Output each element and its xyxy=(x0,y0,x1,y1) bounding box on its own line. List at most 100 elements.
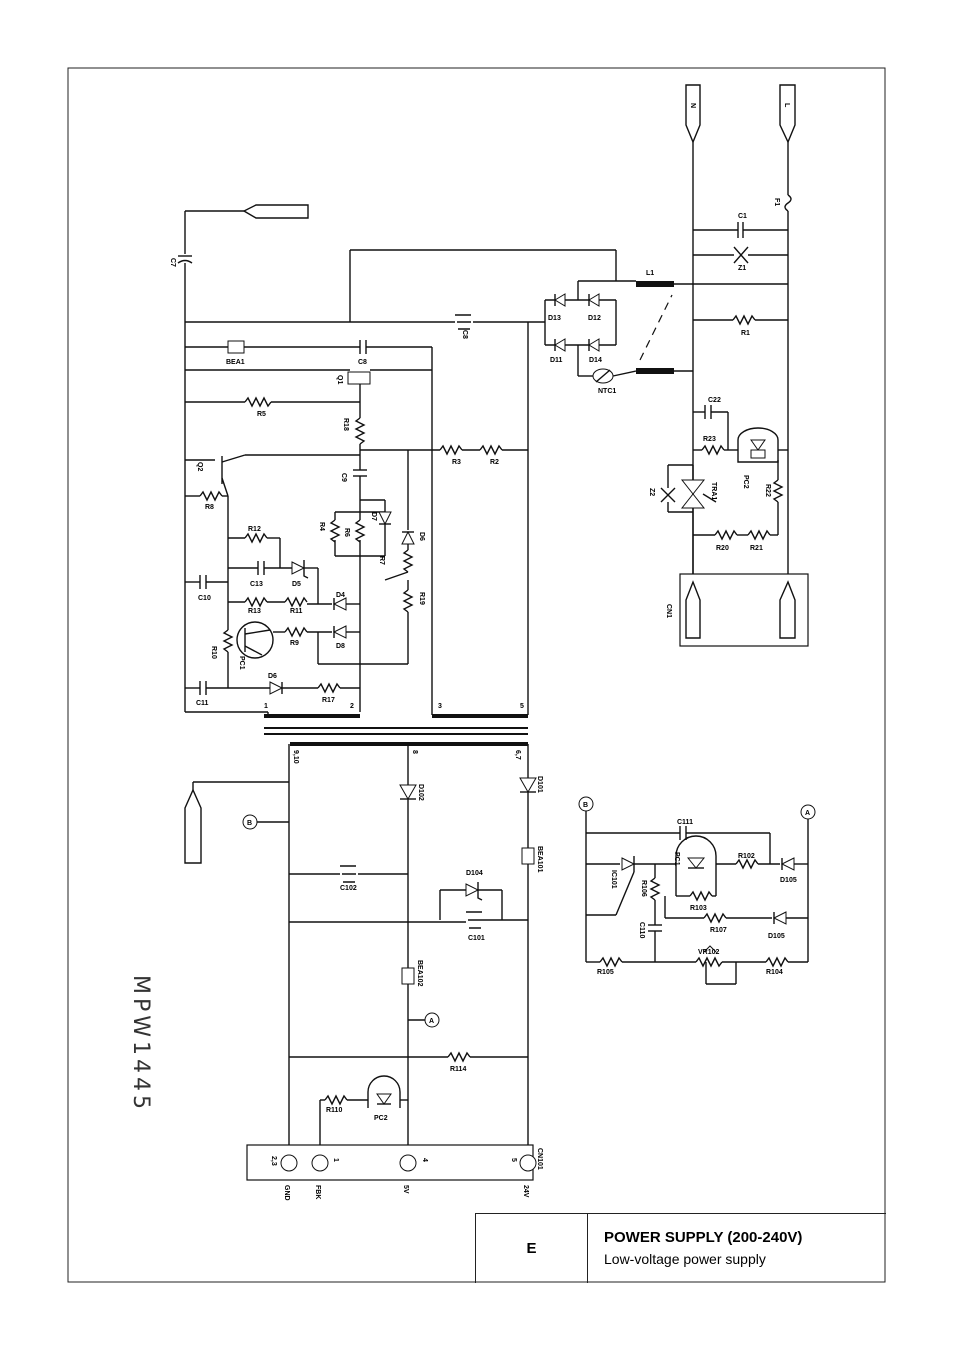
label-R11: R11 xyxy=(290,608,303,615)
label-F1: F1 xyxy=(773,198,780,206)
marker-B2: B xyxy=(583,802,588,809)
label-C7: C7 xyxy=(169,258,176,267)
label-C1: C1 xyxy=(738,213,747,220)
label-C111: C111 xyxy=(677,819,693,826)
label-R114: R114 xyxy=(450,1066,466,1073)
label-D101: D101 xyxy=(536,776,543,793)
label-R2: R2 xyxy=(490,459,499,466)
label-PC2: PC2 xyxy=(742,475,749,489)
label-D6b: D6 xyxy=(268,673,277,680)
label-R105: R105 xyxy=(597,969,614,976)
label-R5: R5 xyxy=(257,411,266,418)
label-R3: R3 xyxy=(452,459,461,466)
label-D14: D14 xyxy=(589,357,602,364)
title-text-group: POWER SUPPLY (200-240V) Low-voltage powe… xyxy=(604,1229,802,1268)
label-R106: R106 xyxy=(640,880,647,897)
conn-5: 5 xyxy=(510,1158,517,1162)
label-Q2: Q2 xyxy=(196,462,203,471)
label-VR102: VR102 xyxy=(698,949,720,956)
label-D12: D12 xyxy=(588,315,601,322)
label-L: L xyxy=(783,103,790,108)
page-frame xyxy=(67,67,886,1283)
diagram-title: POWER SUPPLY (200-240V) xyxy=(604,1229,803,1246)
label-R107: R107 xyxy=(710,927,727,934)
label-R4: R4 xyxy=(318,522,325,531)
label-D5: D5 xyxy=(292,581,301,588)
pin-67: 6,7 xyxy=(514,750,521,760)
label-C101: C101 xyxy=(468,935,485,942)
label-C9: C9 xyxy=(340,473,347,482)
marker-A2: A xyxy=(805,810,810,817)
label-R1: R1 xyxy=(741,330,750,337)
label-L1: L1 xyxy=(646,270,654,277)
label-IC101: IC101 xyxy=(610,870,617,889)
label-D102: D102 xyxy=(417,784,424,801)
label-R103: R103 xyxy=(690,905,707,912)
marker-A1: A xyxy=(429,1018,434,1025)
label-CN101: CN101 xyxy=(536,1148,543,1170)
label-C8-bulk: C8 xyxy=(461,330,468,339)
label-R102: R102 xyxy=(738,853,755,860)
label-C102: C102 xyxy=(340,885,357,892)
label-C10: C10 xyxy=(198,595,211,602)
out-5V: 5V xyxy=(402,1185,409,1194)
label-Z1: Z1 xyxy=(738,265,746,272)
label-R104: R104 xyxy=(766,969,783,976)
label-Q1: Q1 xyxy=(336,375,343,384)
pin-5: 5 xyxy=(520,703,524,710)
label-R10: R10 xyxy=(210,646,217,659)
label-C22: C22 xyxy=(708,397,721,404)
transformer: 1 2 3 5 9,10 8 6,7 xyxy=(264,703,528,764)
label-R7: R7 xyxy=(378,556,385,565)
label-R22: R22 xyxy=(764,484,771,497)
label-C13: C13 xyxy=(250,581,263,588)
label-D7: D7 xyxy=(370,512,377,521)
label-D6: D6 xyxy=(418,532,425,541)
label-BEA101: BEA101 xyxy=(536,846,543,873)
label-CN1: CN1 xyxy=(665,604,672,618)
label-R19: R19 xyxy=(418,592,425,605)
mains-input: N L F1 C1 Z1 R1 xyxy=(685,84,796,580)
label-R9: R9 xyxy=(290,640,299,647)
pin-3: 3 xyxy=(438,703,442,710)
title-block: E POWER SUPPLY (200-240V) Low-voltage po… xyxy=(475,1213,886,1283)
label-D11: D11 xyxy=(550,357,563,364)
label-R8: R8 xyxy=(205,504,214,511)
out-24V: 24V xyxy=(522,1185,529,1198)
label-D105b: D105 xyxy=(768,933,785,940)
marker-B1: B xyxy=(247,820,252,827)
label-D105a: D105 xyxy=(780,877,797,884)
label-C11: C11 xyxy=(196,700,209,707)
label-R110: R110 xyxy=(326,1107,342,1114)
label-PC1: PC1 xyxy=(238,656,245,670)
out-GND: GND xyxy=(283,1185,290,1201)
pin-2: 2 xyxy=(350,703,354,710)
conn-23: 2,3 xyxy=(270,1156,277,1166)
input-filter-bridge: L1 D13 D12 D11 D14 NTC1 xyxy=(528,270,788,395)
label-R13: R13 xyxy=(248,608,261,615)
diagram-subtitle: Low-voltage power supply xyxy=(604,1251,766,1267)
primary-circuit: C7 C8 BEA1 C8 Q1 R5 R18 xyxy=(169,204,617,718)
section-letter: E xyxy=(476,1214,588,1283)
drawing-number: MPW1445 xyxy=(128,975,153,1113)
conn-1: 1 xyxy=(332,1158,339,1162)
pin-8: 8 xyxy=(411,750,418,754)
label-TRA1: TRA1 xyxy=(710,482,717,500)
label-BEA1: BEA1 xyxy=(226,359,245,366)
label-PC1b: PC1 xyxy=(673,852,680,866)
label-NTC1: NTC1 xyxy=(598,388,616,395)
label-PC2b: PC2 xyxy=(374,1115,388,1122)
triac-section: C22 R23 PC2 R22 TRA1 Z2 R20 R21 xyxy=(648,397,809,647)
label-R23: R23 xyxy=(703,436,716,443)
label-Z2: Z2 xyxy=(648,488,655,496)
label-C8: C8 xyxy=(358,359,367,366)
pin-1: 1 xyxy=(264,703,268,710)
label-R21: R21 xyxy=(750,545,763,552)
label-BEA102: BEA102 xyxy=(416,960,423,987)
secondary-circuit: D102 D101 BEA101 B C102 D104 C101 xyxy=(184,744,543,1201)
label-R17: R17 xyxy=(322,697,335,704)
label-R6: R6 xyxy=(343,528,350,537)
label-R20: R20 xyxy=(716,545,729,552)
label-C110: C110 xyxy=(638,922,645,938)
